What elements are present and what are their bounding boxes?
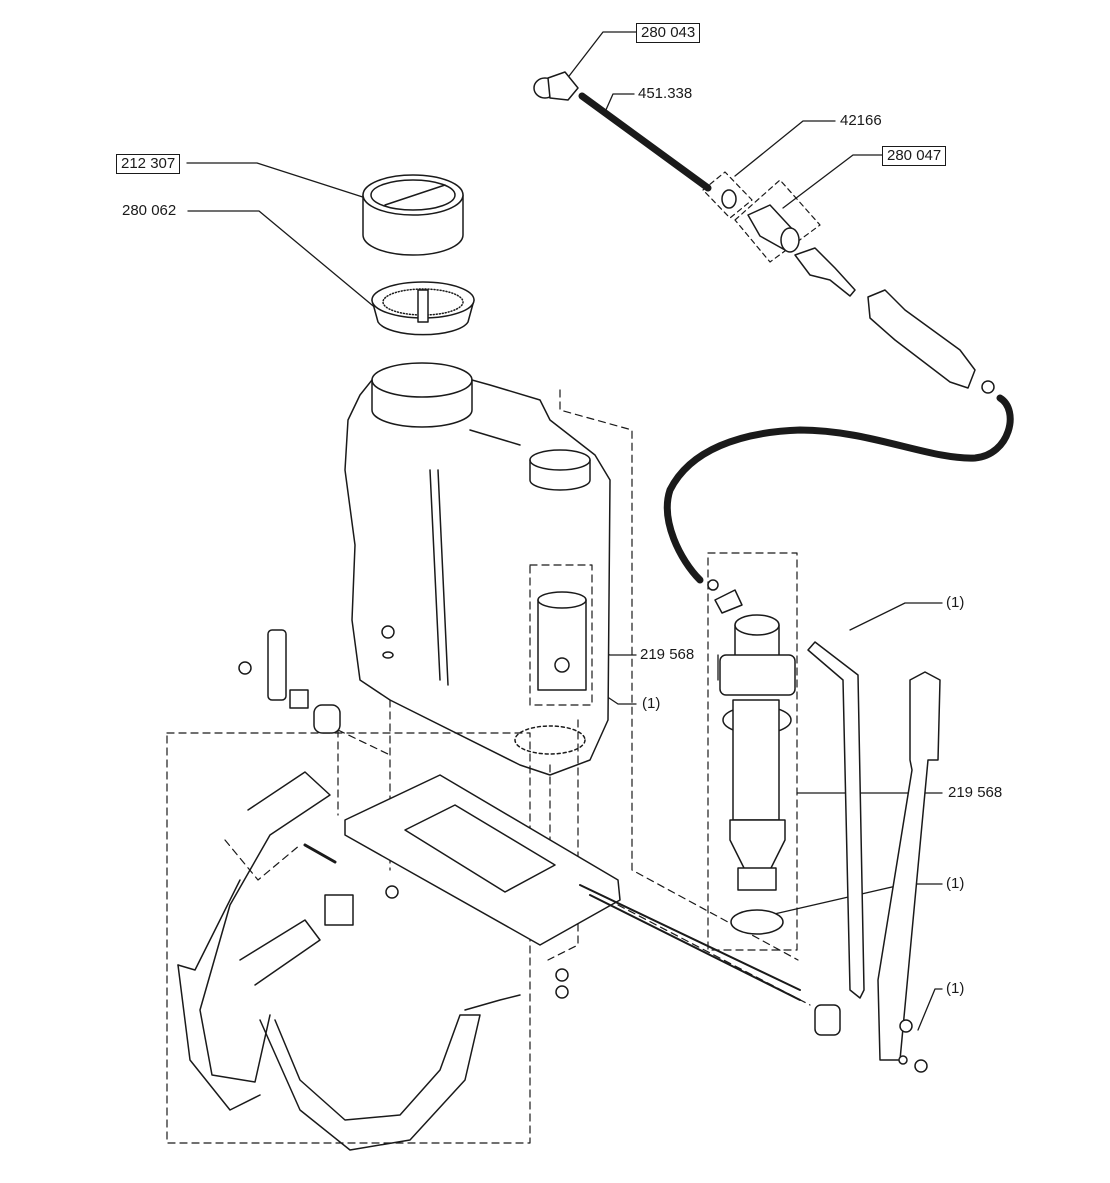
part-label-lance-tube: 451.338 <box>638 85 693 102</box>
part-label-pump-left: 219 568 <box>640 646 695 663</box>
part-label-strainer: 280 062 <box>122 202 177 219</box>
lance-tube-part <box>578 92 712 192</box>
hardware-parts <box>238 629 569 999</box>
lid-part <box>362 174 464 256</box>
part-label-pump-right: 219 568 <box>948 784 1003 801</box>
base-frame-part <box>344 774 841 1036</box>
tank-part <box>344 362 611 776</box>
part-label-valve: 280 047 <box>882 146 947 166</box>
part-label-nozzle: 280 043 <box>636 23 701 43</box>
seal-kit-part <box>702 171 753 219</box>
spray-handle-part <box>867 289 995 394</box>
part-label-lid: 212 307 <box>116 154 181 174</box>
valve-part <box>734 179 856 297</box>
ref-label-tank: (1) <box>642 695 661 712</box>
pump-part <box>707 579 796 935</box>
lever-part <box>877 671 941 1073</box>
ref-label-clip-bottom: (1) <box>946 980 965 997</box>
strap-part <box>177 771 521 1151</box>
ref-label-clip-top: (1) <box>946 594 965 611</box>
strainer-part <box>371 281 475 336</box>
hose-part <box>663 394 1014 584</box>
nozzle-part <box>533 71 579 101</box>
rod-part <box>807 641 865 999</box>
ref-label-oring: (1) <box>946 875 965 892</box>
part-label-seal-kit: 42166 <box>840 112 882 129</box>
